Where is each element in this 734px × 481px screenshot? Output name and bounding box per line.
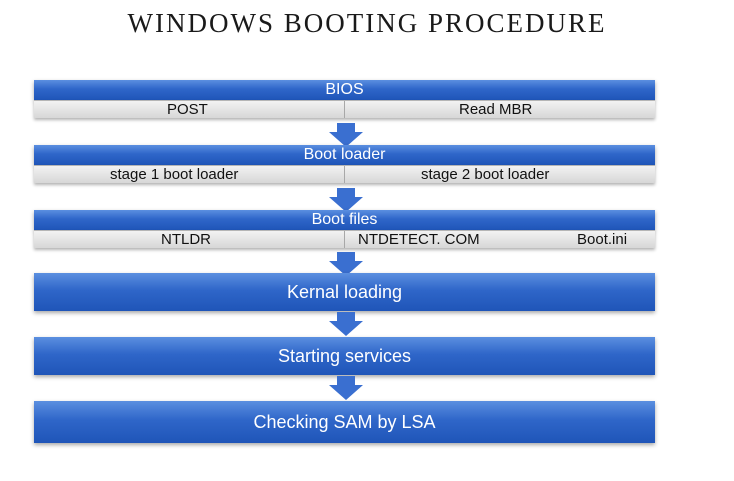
- stage-kernal-loading-bar: Kernal loading: [34, 273, 655, 311]
- stage-bios-bar: BIOS: [34, 80, 655, 100]
- stage-kernal-loading: Kernal loading: [34, 273, 655, 311]
- stage-boot-loader: Boot loader stage 1 boot loader stage 2 …: [34, 145, 655, 183]
- diagram-title: WINDOWS BOOTING PROCEDURE: [127, 8, 607, 38]
- down-arrow-icon: [329, 123, 363, 147]
- sub-post: POST: [167, 101, 208, 118]
- stage-boot-files-bar: Boot files: [34, 210, 655, 230]
- sub-ntldr: NTLDR: [161, 231, 212, 248]
- down-arrow-icon: [329, 376, 363, 400]
- sub-boot-ini: Boot.ini: [577, 231, 628, 248]
- sub-divider: [344, 166, 345, 183]
- stage-boot-files-subrow: NTLDR NTDETECT. COM Boot.ini: [34, 230, 655, 248]
- down-arrow-icon: [329, 188, 363, 212]
- stage-boot-loader-subrow: stage 1 boot loader stage 2 boot loader: [34, 165, 655, 183]
- stage-bios-subrow: POST Read MBR: [34, 100, 655, 118]
- sub-stage-1-boot-loader: stage 1 boot loader: [110, 166, 239, 183]
- stage-starting-services-bar: Starting services: [34, 337, 655, 375]
- sub-stage-2-boot-loader: stage 2 boot loader: [421, 166, 550, 183]
- stage-boot-files: Boot files NTLDR NTDETECT. COM Boot.ini: [34, 210, 655, 248]
- sub-ntdetect-com: NTDETECT. COM: [358, 231, 480, 248]
- sub-read-mbr: Read MBR: [459, 101, 533, 118]
- stage-starting-services: Starting services: [34, 337, 655, 375]
- stage-checking-sam-bar: Checking SAM by LSA: [34, 401, 655, 443]
- down-arrow-icon: [329, 312, 363, 336]
- stage-boot-loader-bar: Boot loader: [34, 145, 655, 165]
- sub-divider: [344, 231, 345, 248]
- down-arrow-icon: [329, 252, 363, 276]
- stage-checking-sam: Checking SAM by LSA: [34, 401, 655, 443]
- stage-bios: BIOS POST Read MBR: [34, 80, 655, 118]
- sub-divider: [344, 101, 345, 118]
